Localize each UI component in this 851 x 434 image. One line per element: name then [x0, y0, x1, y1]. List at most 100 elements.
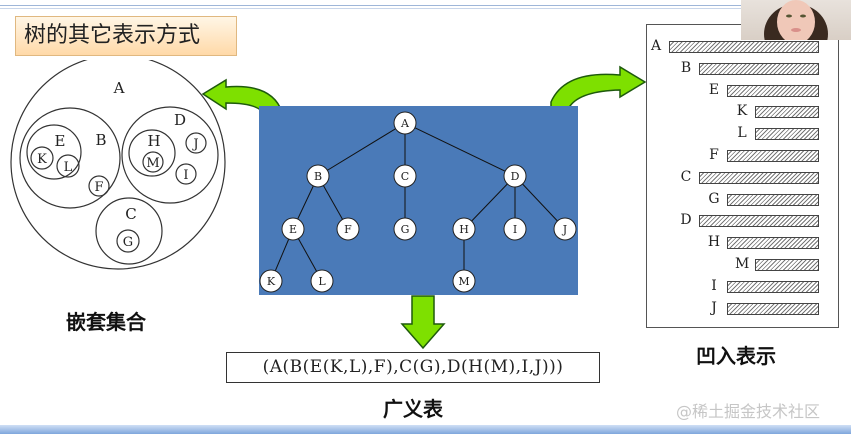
indented-row-label: B [680, 59, 692, 76]
tree-node-label-I: I [513, 223, 517, 236]
indented-row-label: H [707, 234, 721, 251]
tree-node-F [336, 217, 360, 241]
bottom-bar [0, 425, 851, 434]
generalized-list-expression: (A(B(E(K,L),F),C(G),D(H(M),I,J))) [226, 352, 600, 383]
set-label-D: D [174, 111, 186, 129]
tree-node-G [393, 217, 417, 241]
set-B [19, 107, 121, 209]
indented-row-bar [755, 259, 819, 271]
tree-node-label-K: K [267, 275, 276, 288]
set-C [95, 197, 163, 265]
tree-node-label-L: L [318, 275, 326, 288]
indented-row-bar [727, 150, 819, 162]
tree-edge-D-J [514, 175, 566, 230]
set-label-H: H [147, 132, 160, 150]
tree-node-label-M: M [458, 275, 469, 288]
tree-node-label-B: B [314, 170, 322, 183]
header-rule-secondary [0, 8, 851, 9]
indented-row-label: F [709, 147, 719, 163]
header-rule [0, 5, 851, 6]
indented-row-A: A [647, 38, 837, 55]
indented-row-label: K [736, 103, 748, 120]
set-label-L: L [64, 160, 73, 175]
set-J [185, 132, 207, 154]
presenter-avatar [764, 0, 828, 40]
tree-node-label-E: E [289, 223, 297, 236]
indented-row-label: J [711, 299, 717, 316]
tree-node-label-A: A [400, 117, 410, 130]
set-label-E: E [55, 132, 66, 150]
indented-row-bar [699, 62, 819, 75]
slide-title: 树的其它表示方式 [15, 16, 237, 56]
set-I [175, 163, 197, 185]
indented-row-bar [727, 280, 819, 293]
indented-row-G: G [647, 190, 837, 208]
set-label-J: J [191, 137, 198, 152]
set-A [10, 60, 226, 270]
tree-node-label-D: D [511, 170, 520, 183]
tree-node-D [503, 164, 527, 188]
set-label-C: C [125, 205, 136, 223]
tree-node-K [259, 269, 283, 293]
set-H [128, 129, 176, 177]
indented-row-J: J [647, 299, 837, 317]
indented-row-H: H [647, 234, 837, 251]
tree-node-C [393, 164, 417, 188]
set-label-K: K [37, 152, 47, 167]
set-label-B: B [95, 131, 106, 149]
indented-row-label: I [711, 277, 717, 294]
tree-edge-D-H [463, 175, 516, 230]
indented-row-C: C [647, 168, 837, 186]
indented-row-M: M [647, 256, 837, 273]
indented-row-bar [755, 106, 819, 119]
indented-row-label: D [680, 212, 692, 229]
set-label-I: I [183, 168, 188, 183]
indented-row-L: L [647, 125, 837, 142]
indented-row-bar [755, 128, 819, 141]
tree-node-label-G: G [401, 223, 410, 236]
indented-row-I: I [647, 277, 837, 295]
tree-node-B [306, 164, 330, 188]
tree-node-label-F: F [344, 223, 352, 236]
indented-representation-label: 凹入表示 [696, 344, 776, 368]
tree-edge-A-B [317, 122, 406, 177]
set-M [142, 151, 164, 173]
indented-row-F: F [647, 147, 837, 164]
set-label-F: F [94, 180, 103, 195]
generalized-list-label: 广义表 [383, 397, 443, 421]
indented-row-bar [669, 41, 819, 53]
presenter-webcam [741, 0, 851, 40]
watermark: @稀土掘金技术社区 [676, 402, 821, 421]
tree-node-E [281, 217, 305, 241]
tree-node-J [553, 217, 577, 241]
set-G [116, 229, 140, 253]
set-label-M: M [146, 156, 159, 171]
indented-row-label: G [708, 190, 720, 207]
tree-node-label-C: C [401, 170, 409, 183]
indented-row-bar [699, 171, 819, 184]
indented-row-label: M [735, 256, 750, 272]
indented-row-bar [727, 193, 819, 206]
tree-node-I [503, 217, 527, 241]
tree-node-A [393, 111, 417, 135]
set-D [121, 106, 219, 204]
tree-node-label-J: J [562, 223, 567, 236]
tree-node-M [452, 269, 476, 293]
indented-row-label: A [650, 38, 662, 54]
indented-row-bar [727, 302, 819, 315]
indented-row-K: K [647, 103, 837, 120]
arrow-down-icon [400, 295, 446, 350]
indented-row-E: E [647, 82, 837, 99]
indented-row-bar [727, 237, 819, 250]
tree-node-L [310, 269, 334, 293]
set-F [88, 175, 110, 197]
set-L [56, 154, 80, 178]
tree-edge-A-D [404, 122, 516, 177]
indented-row-label: C [680, 168, 692, 185]
set-E [26, 124, 82, 180]
indented-row-label: L [737, 125, 747, 142]
set-label-G: G [123, 235, 133, 250]
